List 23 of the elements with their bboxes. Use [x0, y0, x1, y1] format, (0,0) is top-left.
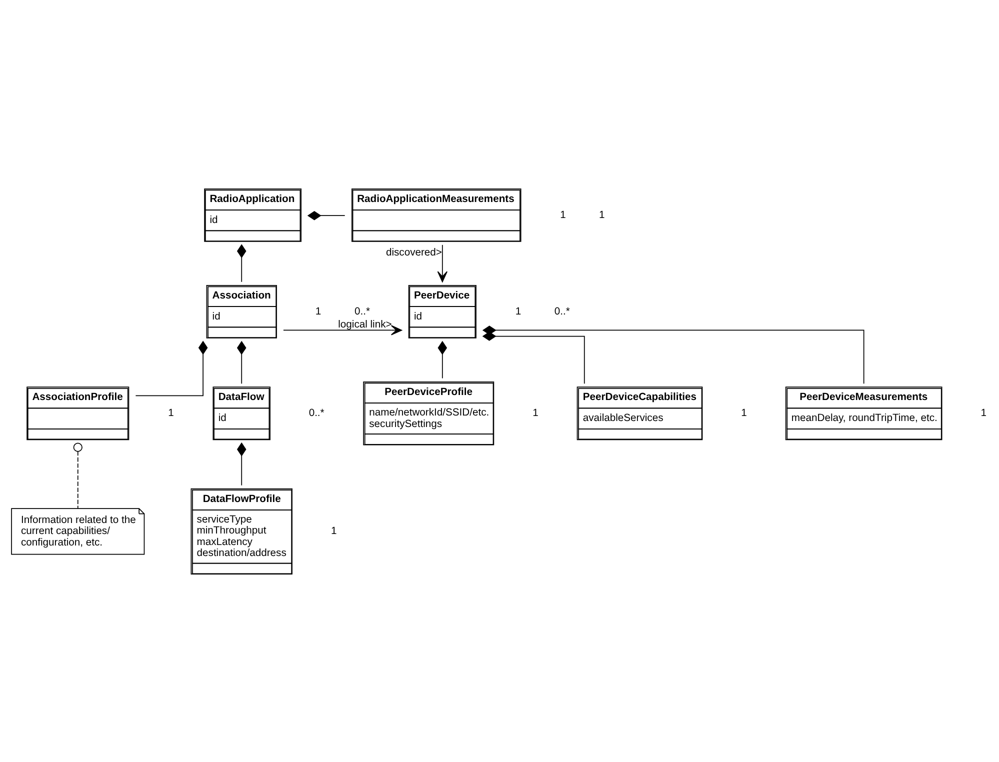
edge-label: discovered> — [386, 246, 442, 258]
connector — [307, 210, 346, 220]
label: 1 — [330, 526, 337, 537]
label: 1 — [980, 408, 986, 419]
label: 1 — [560, 209, 566, 220]
label: 1 — [532, 408, 538, 419]
connector — [73, 442, 82, 508]
connector — [236, 244, 246, 282]
connector — [236, 442, 246, 486]
label: 1 — [168, 408, 174, 419]
label: 1 — [598, 209, 605, 220]
connector — [236, 340, 246, 384]
edge-label: logical link> — [338, 318, 392, 330]
label: 1 — [315, 306, 322, 317]
label: 1 — [741, 408, 747, 419]
label: 0..* — [354, 306, 370, 317]
label: 0..* — [308, 408, 324, 419]
connector — [135, 340, 208, 396]
label: 1 — [515, 306, 522, 317]
label: 0..* — [554, 306, 570, 317]
arrow — [437, 244, 448, 282]
connector — [438, 340, 448, 378]
arrow — [283, 324, 402, 335]
